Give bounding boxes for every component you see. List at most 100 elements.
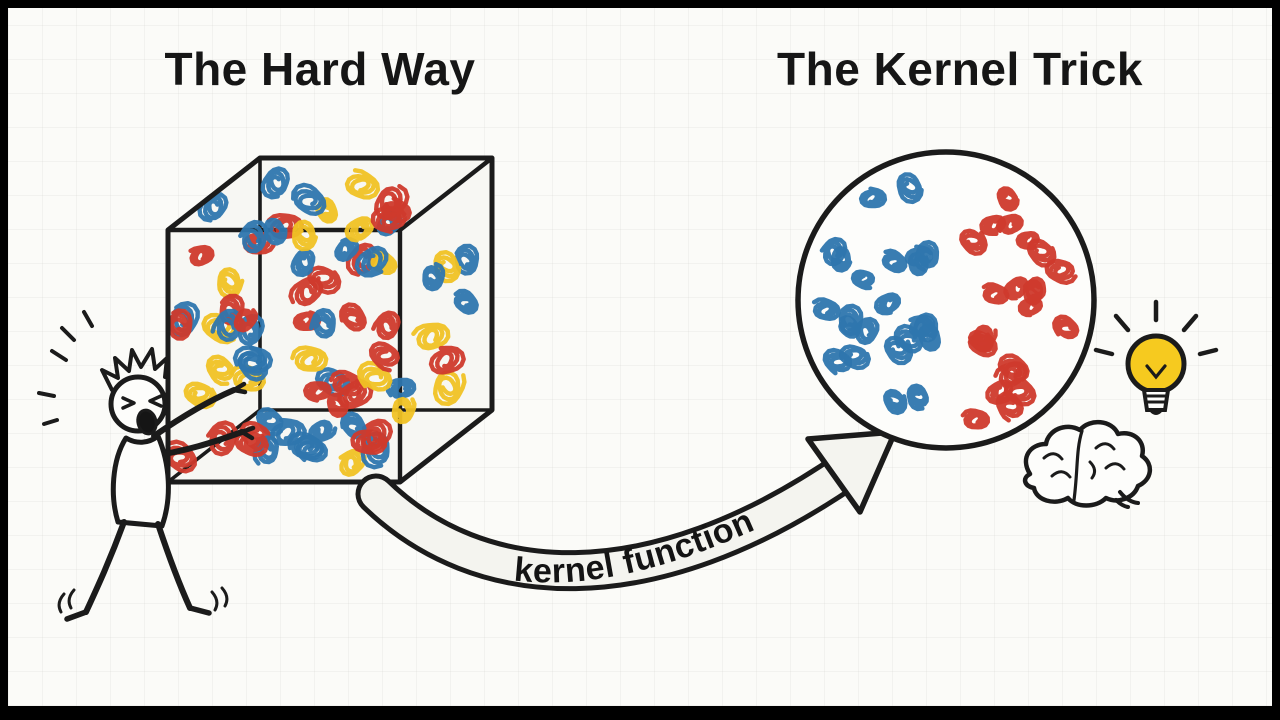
scribble-data-point [391, 396, 417, 425]
scribble-data-point [344, 168, 381, 200]
bulb-rays [1093, 299, 1219, 357]
scribble-data-point [850, 269, 876, 291]
scribble-data-point [971, 324, 998, 352]
scribble-data-point [368, 341, 400, 373]
brain-stem [1114, 490, 1140, 509]
scribble-data-point [188, 244, 215, 267]
arrow-band-fill [360, 452, 866, 587]
mixed-data-cube [164, 155, 495, 485]
separated-data-points [811, 172, 1080, 430]
scribble-data-point [996, 186, 1020, 212]
scribble-data-point [959, 228, 988, 256]
scribble-data-point [881, 248, 908, 274]
scribble-data-point [290, 248, 316, 278]
bulb-base [1141, 388, 1171, 412]
scribble-data-point [307, 265, 342, 295]
scribble-data-point [371, 310, 401, 341]
svg-text:kernel function: kernel function [513, 502, 760, 591]
kernel-trick-heading: The Kernel Trick [777, 43, 1143, 95]
scribble-data-point [454, 243, 480, 276]
scribble-data-point [205, 354, 235, 386]
scribble-data-point [309, 307, 336, 339]
scribble-data-point [883, 388, 908, 416]
scribble-data-point [350, 429, 388, 455]
scribble-data-point [906, 383, 929, 412]
scribble-data-point [1003, 378, 1037, 407]
scribble-data-point [338, 448, 367, 477]
scribble-data-point [1026, 238, 1057, 268]
scribble-data-point [411, 322, 451, 351]
scribble-data-point [360, 418, 393, 452]
legs [83, 519, 193, 615]
scribble-data-point [1015, 231, 1040, 251]
scribble-data-point [340, 411, 367, 440]
motion-lines [57, 586, 229, 614]
scribble-data-point [385, 377, 417, 400]
illustration-svg: kernel function [37, 149, 1219, 622]
scribble-data-point [334, 237, 360, 262]
scribble-data-point [381, 196, 412, 224]
scribble-data-point [858, 186, 888, 209]
scribble-data-point [260, 166, 290, 200]
scribble-data-point [985, 379, 1014, 405]
scribble-data-point [233, 308, 258, 333]
brain-icon [1022, 420, 1152, 509]
scribble-data-point [339, 302, 367, 332]
separated-data-circle [795, 149, 1097, 451]
scribble-data-point [960, 408, 990, 430]
scribble-data-point [1003, 276, 1029, 301]
hard-way-heading: The Hard Way [164, 43, 476, 95]
scribble-data-point [1044, 258, 1078, 285]
circle-outline [795, 149, 1097, 451]
scribble-data-point [811, 297, 842, 321]
mixed-data-points [164, 166, 480, 477]
scribble-data-point [981, 282, 1010, 305]
scribble-data-point [217, 267, 245, 299]
scribble-data-point [1026, 276, 1047, 303]
scribble-data-point [822, 347, 853, 376]
sweat-drops [37, 310, 94, 426]
torso [110, 433, 171, 529]
scribble-data-point [428, 345, 466, 375]
bulb-base-threads [1143, 394, 1169, 404]
scribble-data-point [255, 407, 284, 437]
scribble-data-point [853, 316, 880, 346]
scribble-data-point [453, 288, 479, 315]
scribble-data-point [232, 345, 274, 374]
scribble-data-point [344, 216, 375, 243]
scribble-data-point [838, 344, 871, 371]
hands [231, 381, 256, 441]
scribble-data-point [422, 261, 446, 292]
kernel-function-label: kernel function [513, 502, 759, 591]
scribble-data-point [830, 246, 853, 273]
lightbulb-icon [1093, 299, 1219, 415]
brain-outline [1022, 420, 1152, 508]
brain-center-fold [1072, 429, 1084, 502]
scribble-data-point [883, 335, 914, 366]
scribble-data-point [917, 323, 941, 352]
bulb-tip [1149, 408, 1163, 415]
scribble-data-point [979, 214, 1007, 236]
scribble-data-point [904, 244, 934, 267]
scribble-data-point [292, 219, 318, 252]
arrow-head [805, 429, 898, 515]
whiteboard-canvas: The Hard Way The Kernel Trick [8, 8, 1272, 706]
scribble-data-point [1052, 314, 1080, 340]
scribble-data-point [303, 381, 332, 403]
scribble-data-point [995, 213, 1024, 235]
bulb-filament [1145, 364, 1167, 380]
scribble-data-point [167, 308, 193, 341]
kernel-function-arrow: kernel function [355, 429, 898, 592]
shouting-mouth [136, 408, 158, 436]
struggling-person-icon [37, 310, 256, 622]
scribble-data-point [263, 217, 288, 246]
scribble-data-point [183, 381, 217, 410]
scribble-data-point [287, 431, 325, 461]
scribble-data-point [315, 197, 339, 224]
scribble-data-point [290, 345, 329, 372]
scribble-data-point [997, 353, 1030, 383]
scribble-data-point [873, 292, 901, 316]
scribble-data-point [234, 430, 269, 458]
scribble-data-point [896, 172, 924, 205]
